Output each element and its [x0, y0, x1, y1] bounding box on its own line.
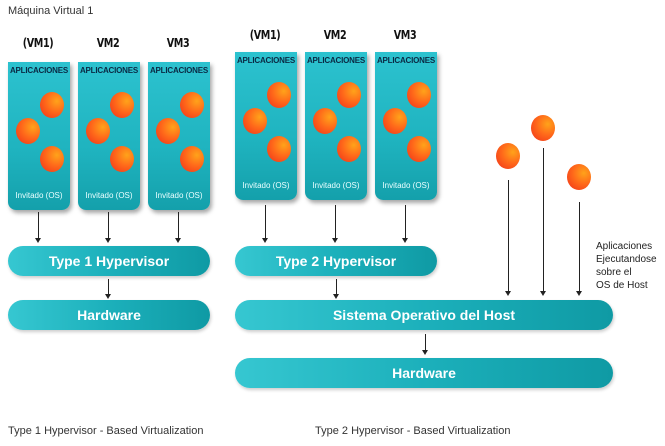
- app-icon: [313, 108, 337, 134]
- app-icon: [337, 136, 361, 162]
- apps-label: APLICACIONES: [149, 66, 209, 75]
- arrow-down-icon: [540, 148, 546, 296]
- host-apps-note: Aplicaciones Ejecutandose sobre el OS de…: [596, 240, 657, 292]
- apps-label: APLICACIONES: [9, 66, 69, 75]
- apps-label: APLICACIONES: [376, 56, 436, 65]
- arrow-down-icon: [576, 202, 582, 296]
- type2-caption: Type 2 Hypervisor - Based Virtualization: [315, 425, 511, 437]
- app-icon: [110, 92, 134, 118]
- guest-os-label: Invitado (OS): [242, 181, 290, 190]
- type1-hardware-layer: Hardware: [8, 300, 210, 330]
- app-icon: [16, 118, 40, 144]
- app-icon: [180, 92, 204, 118]
- app-icon: [243, 108, 267, 134]
- arrow-down-icon: [402, 205, 408, 243]
- vm3-label: VM3: [393, 28, 417, 42]
- vm1-box: APLICACIONES Invitado (OS): [8, 62, 70, 210]
- diagram-title: Máquina Virtual 1: [8, 5, 94, 17]
- host-app-icon: [567, 164, 591, 190]
- vm1-label: (VM1): [249, 28, 281, 42]
- guest-os-label: Invitado (OS): [312, 181, 360, 190]
- guest-os-label: Invitado (OS): [155, 191, 203, 200]
- arrow-down-icon: [262, 205, 268, 243]
- note-line: sobre el: [596, 267, 632, 278]
- vm2-label: VM2: [96, 36, 120, 50]
- host-app-icon: [496, 143, 520, 169]
- app-icon: [156, 118, 180, 144]
- guest-os-label: Invitado (OS): [15, 191, 63, 200]
- vm3-box: APLICACIONES Invitado (OS): [375, 52, 437, 200]
- guest-os-label: Invitado (OS): [382, 181, 430, 190]
- app-icon: [86, 118, 110, 144]
- host-app-icon: [531, 115, 555, 141]
- app-icon: [180, 146, 204, 172]
- arrow-down-icon: [333, 279, 339, 299]
- app-icon: [40, 146, 64, 172]
- apps-label: APLICACIONES: [236, 56, 296, 65]
- vm3-label: VM3: [166, 36, 190, 50]
- arrow-down-icon: [105, 279, 111, 299]
- type1-caption: Type 1 Hypervisor - Based Virtualization: [8, 425, 204, 437]
- arrow-down-icon: [105, 212, 111, 243]
- arrow-down-icon: [422, 334, 428, 355]
- note-line: Aplicaciones: [596, 241, 653, 252]
- type2-hardware-layer: Hardware: [235, 358, 613, 388]
- vm2-box: APLICACIONES Invitado (OS): [78, 62, 140, 210]
- apps-label: APLICACIONES: [79, 66, 139, 75]
- note-line: OS de Host: [596, 280, 648, 291]
- vm1-label: (VM1): [22, 36, 54, 50]
- app-icon: [267, 136, 291, 162]
- arrow-down-icon: [175, 212, 181, 243]
- arrow-down-icon: [35, 212, 41, 243]
- apps-label: APLICACIONES: [306, 56, 366, 65]
- app-icon: [407, 136, 431, 162]
- app-icon: [40, 92, 64, 118]
- guest-os-label: Invitado (OS): [85, 191, 133, 200]
- app-icon: [407, 82, 431, 108]
- host-os-layer: Sistema Operativo del Host: [235, 300, 613, 330]
- app-icon: [110, 146, 134, 172]
- note-line: Ejecutandose: [596, 254, 657, 265]
- vm1-box: APLICACIONES Invitado (OS): [235, 52, 297, 200]
- vm2-box: APLICACIONES Invitado (OS): [305, 52, 367, 200]
- vm2-label: VM2: [323, 28, 347, 42]
- type1-hypervisor-layer: Type 1 Hypervisor: [8, 246, 210, 276]
- type2-hypervisor-layer: Type 2 Hypervisor: [235, 246, 437, 276]
- vm3-box: APLICACIONES Invitado (OS): [148, 62, 210, 210]
- app-icon: [383, 108, 407, 134]
- app-icon: [337, 82, 361, 108]
- arrow-down-icon: [505, 180, 511, 296]
- arrow-down-icon: [332, 205, 338, 243]
- app-icon: [267, 82, 291, 108]
